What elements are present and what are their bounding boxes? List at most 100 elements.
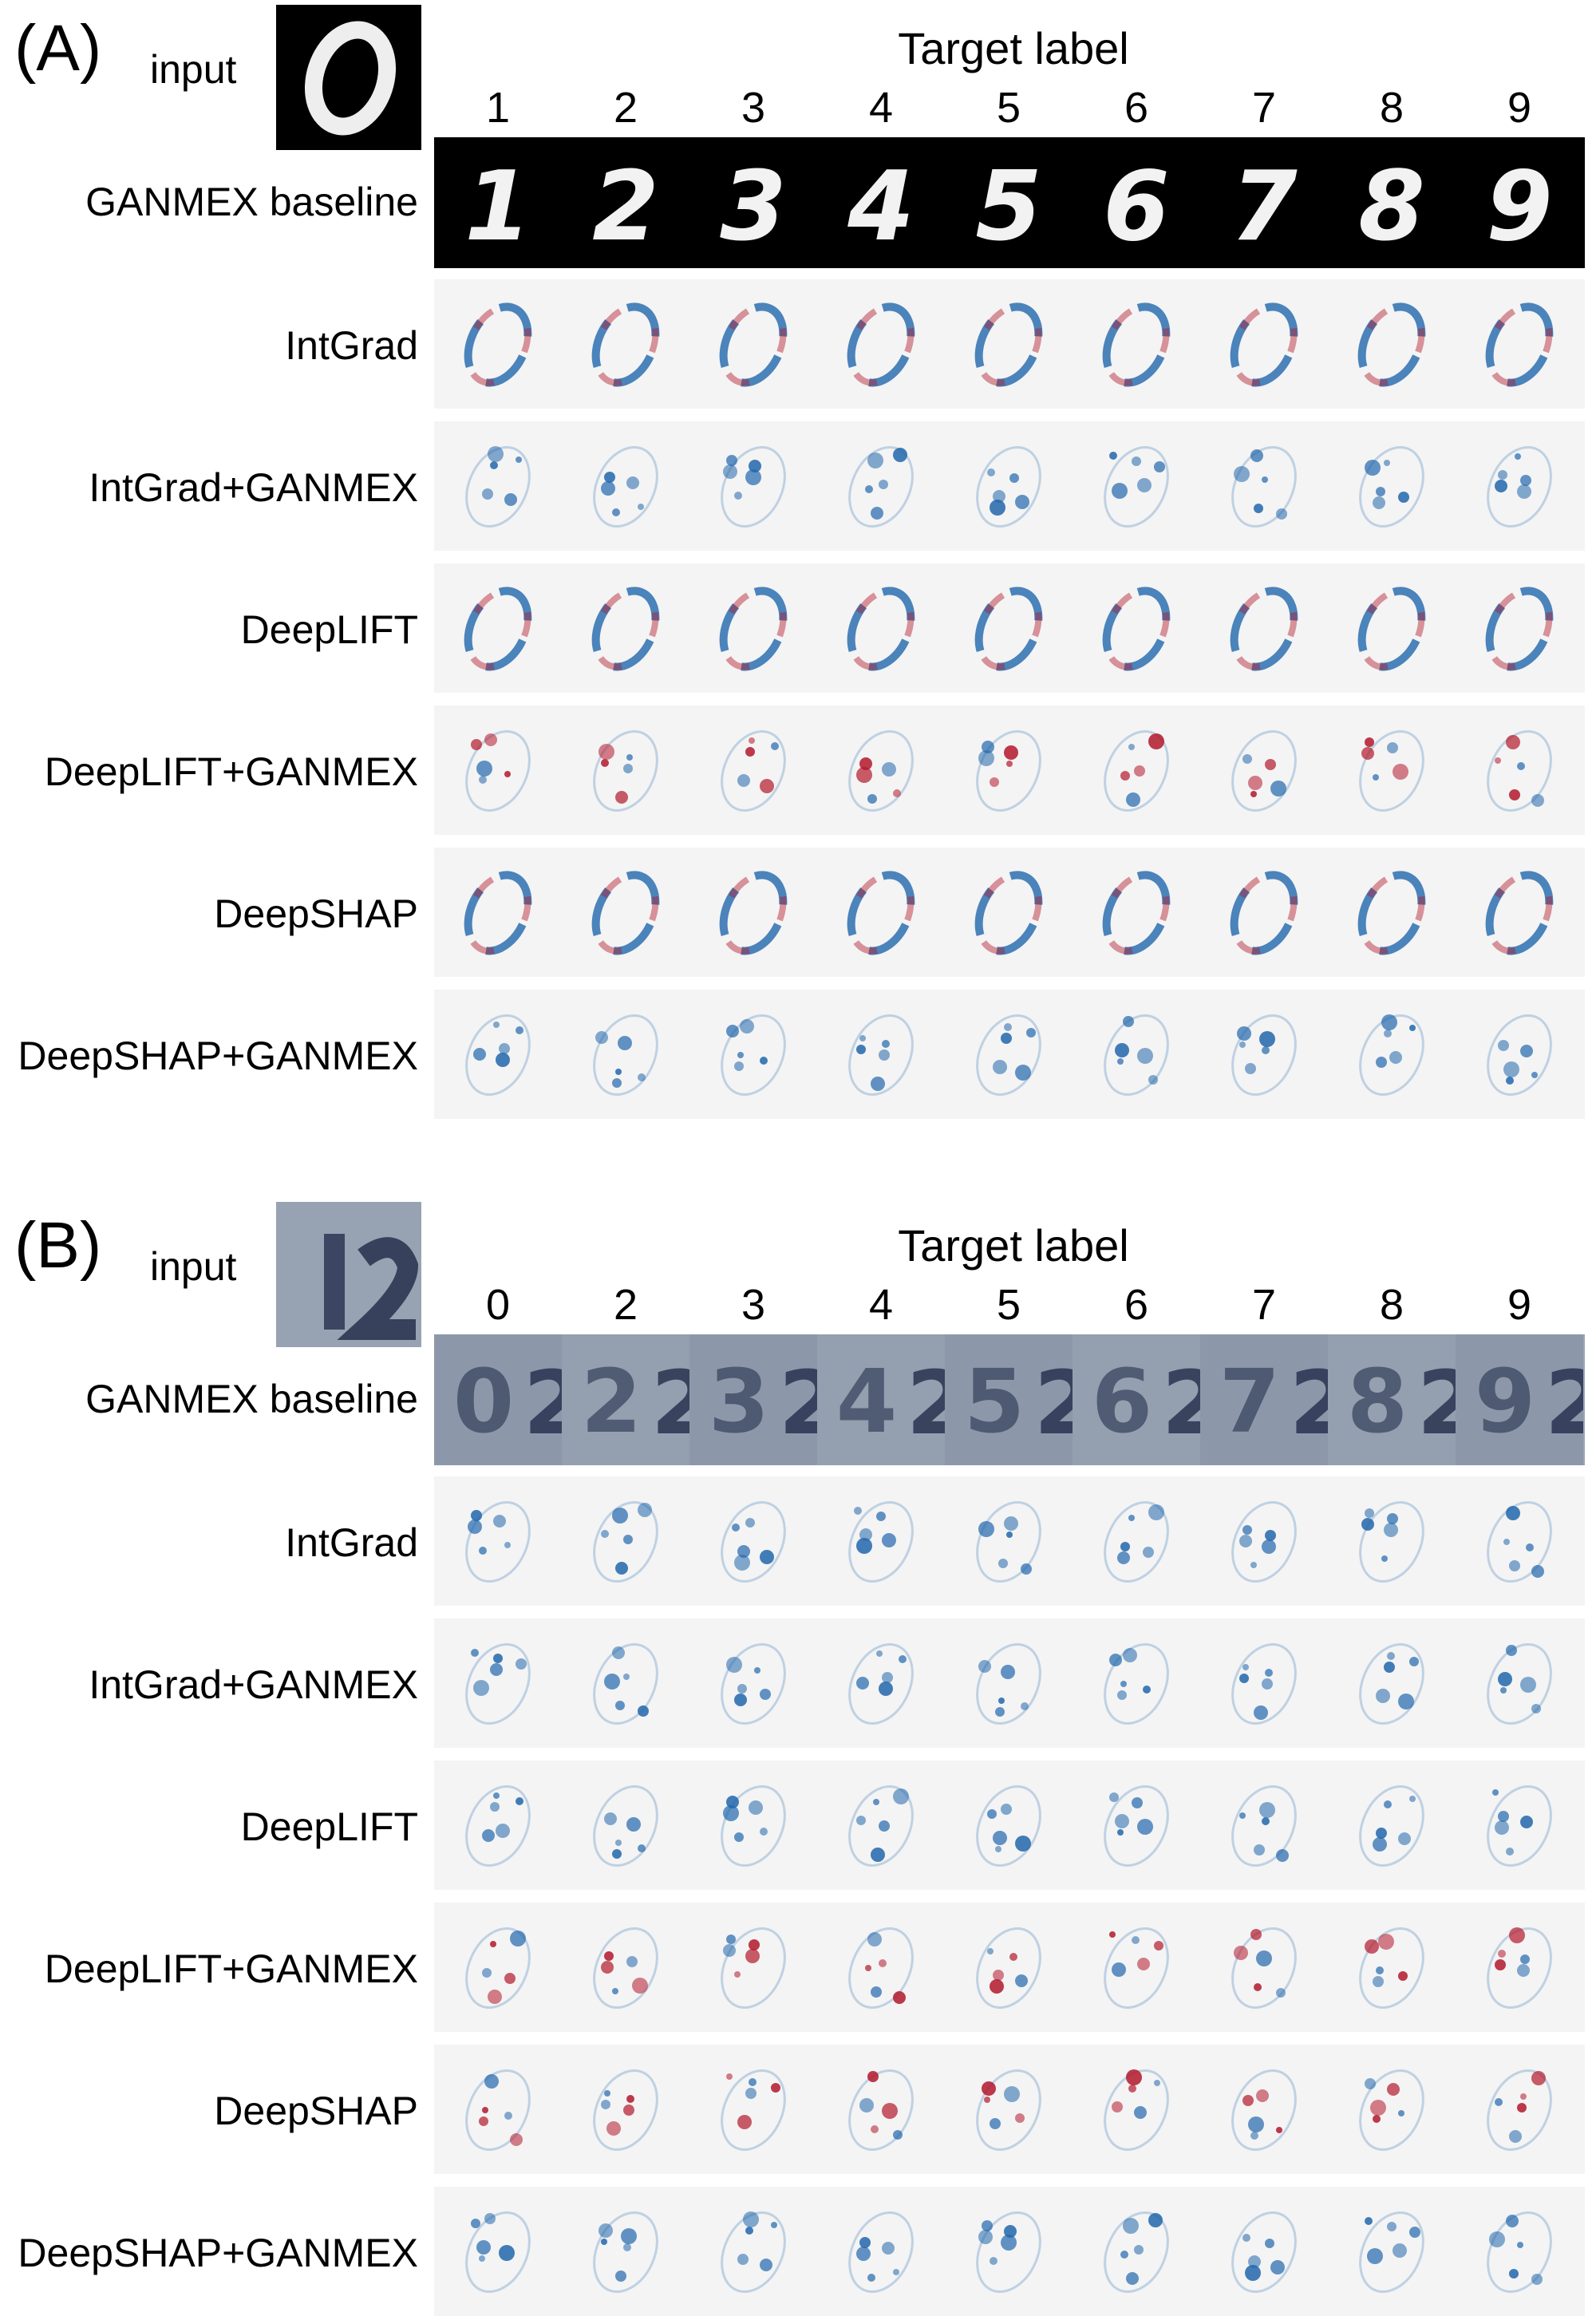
attribution-map: [945, 990, 1073, 1119]
attribution-map: [1200, 563, 1328, 693]
attribution-map: [689, 705, 817, 835]
attribution-map: [1328, 421, 1456, 551]
attribution-map: [689, 421, 817, 551]
svg-text:2: 2: [907, 1352, 945, 1454]
attribution-strip: [434, 848, 1585, 977]
target-label: 0: [485, 1281, 511, 1329]
panel-letter: (A): [14, 12, 102, 85]
attribution-map: [1073, 1903, 1200, 2032]
svg-text:3: 3: [720, 152, 787, 263]
attribution-map: [1200, 705, 1328, 835]
attribution-map: [434, 421, 562, 551]
row-label-baseline: GANMEX baseline: [85, 180, 418, 224]
attribution-strip: [434, 1903, 1585, 2032]
attribution-map: [1200, 279, 1328, 409]
baseline-image: 8: [1328, 137, 1456, 268]
attribution-map: [817, 1476, 945, 1606]
attribution-map: [689, 2045, 817, 2174]
attribution-map: [945, 1761, 1073, 1890]
svg-text:1: 1: [464, 152, 531, 263]
attribution-map: [434, 2187, 562, 2316]
svg-text:2: 2: [651, 1352, 689, 1454]
attribution-strip: [434, 1618, 1585, 1748]
attribution-map: [1200, 1618, 1328, 1748]
panel-letter: (B): [14, 1209, 102, 1282]
attribution-map: [689, 563, 817, 693]
attribution-map: [562, 1903, 689, 2032]
attribution-map: [434, 2045, 562, 2174]
attribution-map: [1073, 279, 1200, 409]
attribution-map: [945, 279, 1073, 409]
attribution-map: [1073, 990, 1200, 1119]
attribution-map: [434, 1618, 562, 1748]
attribution-map: [817, 563, 945, 693]
target-label: 9: [1507, 1281, 1532, 1329]
svg-text:9: 9: [1475, 1350, 1536, 1452]
svg-text:3: 3: [709, 1350, 770, 1452]
target-label: 5: [996, 1281, 1021, 1329]
attribution-map: [562, 1761, 689, 1890]
attribution-map: [562, 2187, 689, 2316]
svg-text:2: 2: [523, 1352, 562, 1454]
target-label: 6: [1124, 1281, 1149, 1329]
baseline-image: 4: [817, 137, 945, 268]
target-label: 7: [1251, 84, 1277, 132]
attribution-map: [1456, 563, 1583, 693]
target-label: 3: [741, 1281, 766, 1329]
attribution-map: [1328, 279, 1456, 409]
row-label: IntGrad: [285, 1520, 418, 1565]
attribution-map: [562, 1618, 689, 1748]
attribution-map: [1328, 1476, 1456, 1606]
target-label: 6: [1124, 84, 1149, 132]
attribution-map: [817, 705, 945, 835]
attribution-map: [1200, 421, 1328, 551]
attribution-map: [689, 990, 817, 1119]
attribution-map: [1200, 848, 1328, 977]
row-label: DeepSHAP+GANMEX: [18, 2231, 418, 2275]
row-label: DeepSHAP: [214, 2089, 418, 2133]
attribution-map: [1456, 1618, 1583, 1748]
attribution-map: [434, 990, 562, 1119]
attribution-map: [817, 990, 945, 1119]
attribution-map: [562, 421, 689, 551]
svg-text:6: 6: [1092, 1350, 1153, 1452]
target-label: 8: [1379, 84, 1404, 132]
row-label: DeepSHAP+GANMEX: [18, 1034, 418, 1078]
attribution-strip: [434, 705, 1585, 835]
svg-text:2: 2: [581, 1350, 642, 1452]
attribution-strip: [434, 421, 1585, 551]
attribution-map: [945, 1476, 1073, 1606]
svg-text:6: 6: [1103, 152, 1170, 263]
attribution-map: [945, 421, 1073, 551]
attribution-map: [434, 563, 562, 693]
attribution-map: [945, 563, 1073, 693]
svg-text:8: 8: [1358, 152, 1425, 263]
attribution-map: [689, 279, 817, 409]
attribution-map: [562, 2045, 689, 2174]
row-label: DeepLIFT: [240, 607, 418, 652]
attribution-map: [1456, 421, 1583, 551]
target-label: 3: [741, 84, 766, 132]
svg-text:2: 2: [592, 152, 659, 263]
svg-text:2: 2: [1545, 1352, 1583, 1454]
attribution-map: [817, 848, 945, 977]
attribution-map: [1200, 2045, 1328, 2174]
input-image-mnist: [276, 5, 421, 150]
attribution-map: [562, 563, 689, 693]
attribution-strip: [434, 1761, 1585, 1890]
attribution-map: [1073, 1761, 1200, 1890]
attribution-map: [945, 2045, 1073, 2174]
attribution-map: [1073, 705, 1200, 835]
attribution-map: [562, 1476, 689, 1606]
target-label: 4: [868, 84, 894, 132]
svg-text:4: 4: [836, 1350, 898, 1452]
attribution-map: [689, 1761, 817, 1890]
row-label: DeepLIFT: [240, 1804, 418, 1849]
attribution-map: [1456, 990, 1583, 1119]
svg-text:2: 2: [1417, 1352, 1456, 1454]
